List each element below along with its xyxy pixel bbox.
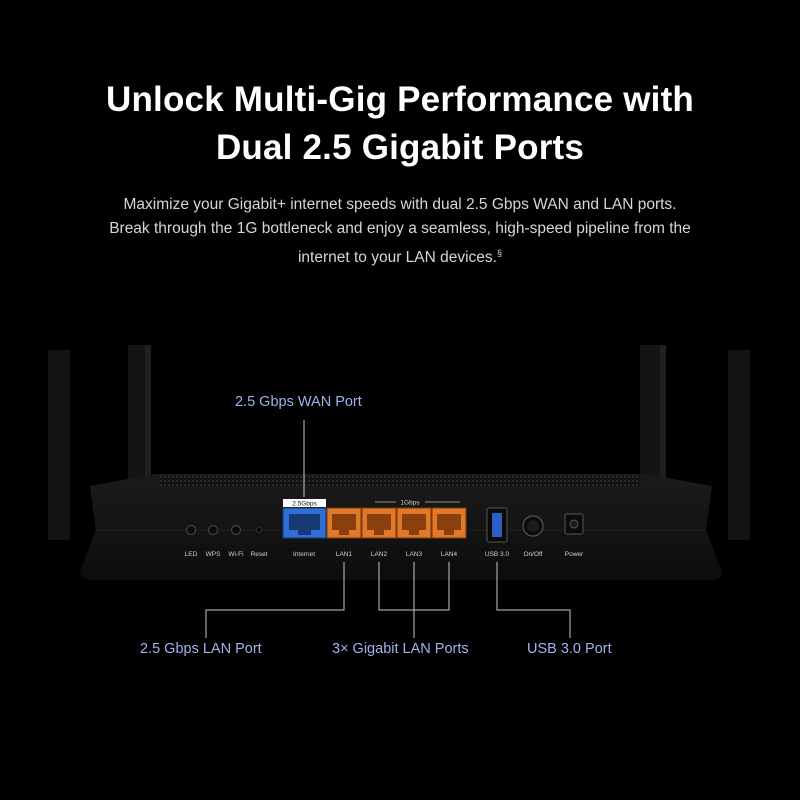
lan2-label: LAN2: [371, 551, 388, 558]
antenna-right-shade: [660, 345, 666, 550]
lan1-port[interactable]: [326, 507, 362, 539]
usb-port[interactable]: [486, 507, 508, 543]
wps-button[interactable]: [207, 524, 219, 536]
lan1-label: LAN1: [336, 551, 353, 558]
subhead-line-1: Maximize your Gigabit+ internet speeds w…: [123, 196, 677, 213]
subhead-line-2: Break through the 1G bottleneck and enjo…: [109, 220, 691, 237]
router-top-vent: [160, 476, 640, 486]
router-illustration: 2.5Gbps 1Gbps: [48, 345, 750, 638]
usb-port-callout: USB 3.0 Port: [527, 641, 612, 657]
reset-button[interactable]: [256, 527, 262, 533]
headline-line-1: Unlock Multi-Gig Performance with: [105, 80, 695, 119]
headline-line-2: Dual 2.5 Gigabit Ports: [215, 128, 585, 167]
wps-label: WPS: [206, 551, 221, 558]
subhead-line-3-text: internet to your LAN devices.: [297, 249, 497, 267]
gigabit-ports-callout: 3× Gigabit LAN Ports: [332, 641, 469, 657]
port-labels: LED WPS Wi-Fi Reset Internet LAN1 LAN2 L…: [185, 551, 584, 558]
wan-group-label-bg: [283, 499, 326, 507]
power-switch[interactable]: [522, 515, 544, 537]
usb-label: USB 3.0: [485, 551, 510, 558]
footnote-mark: §: [497, 248, 503, 258]
internet-label: Internet: [293, 551, 315, 558]
reset-label: Reset: [251, 551, 268, 558]
wifi-label: Wi-Fi: [228, 551, 243, 558]
lan3-label: LAN3: [406, 551, 423, 558]
wan-port[interactable]: [282, 507, 327, 539]
lan25-port-callout: 2.5 Gbps LAN Port: [140, 641, 262, 657]
antenna-left-shade: [145, 345, 151, 550]
wifi-button[interactable]: [230, 524, 242, 536]
lan4-label: LAN4: [441, 551, 458, 558]
subheadline: Maximize your Gigabit+ internet speeds w…: [0, 193, 800, 270]
led-button[interactable]: [185, 524, 197, 536]
wan-port-callout: 2.5 Gbps WAN Port: [235, 394, 362, 410]
power-jack[interactable]: [564, 513, 584, 535]
onoff-label: On/Off: [523, 551, 542, 558]
lan2-port[interactable]: [361, 507, 397, 539]
gigabit-connector-line: [378, 562, 450, 638]
usb-connector-line: [496, 562, 571, 638]
lan4-port[interactable]: [431, 507, 467, 539]
antenna-far-left: [48, 350, 70, 540]
led-label: LED: [185, 551, 198, 558]
antenna-far-right: [728, 350, 750, 540]
headline: Unlock Multi-Gig Performance with Dual 2…: [0, 76, 800, 172]
button-row: [185, 524, 262, 536]
lan3-port[interactable]: [396, 507, 432, 539]
subhead-line-3: internet to your LAN devices.§: [0, 241, 800, 270]
lan25-connector-line: [205, 562, 345, 638]
connector-lines: [205, 420, 571, 638]
wan-group-label: 2.5Gbps: [292, 501, 317, 508]
power-label: Power: [565, 551, 584, 558]
lan-group-label: 1Gbps: [400, 500, 420, 507]
